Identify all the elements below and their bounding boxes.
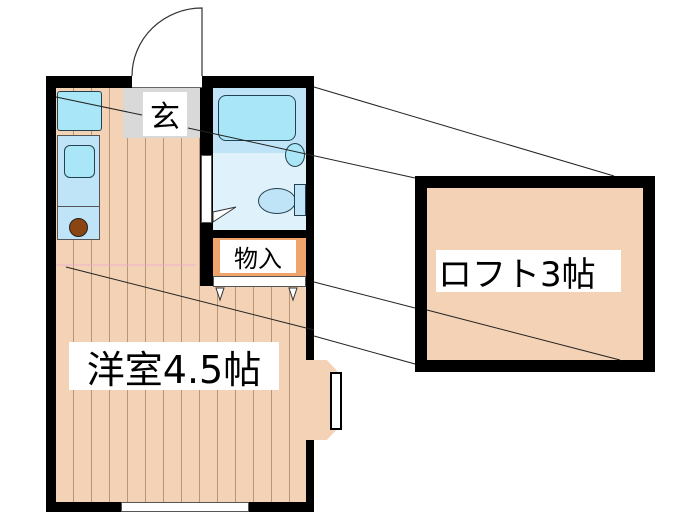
storage-label: 物入 bbox=[220, 240, 296, 273]
bathtub-basin bbox=[218, 95, 296, 141]
bath-door[interactable] bbox=[201, 155, 212, 223]
storage-doors[interactable] bbox=[213, 276, 306, 287]
sink-icon bbox=[285, 143, 305, 167]
kitchen-divider bbox=[57, 206, 100, 207]
bottom-window[interactable] bbox=[121, 502, 249, 512]
fridge-icon bbox=[57, 91, 102, 131]
toilet-tank bbox=[294, 184, 306, 216]
western-room-label: 洋室4.5帖 bbox=[69, 342, 279, 392]
loft-label: ロフト3帖 bbox=[436, 250, 621, 295]
kitchen-sink-icon bbox=[64, 145, 95, 178]
entrance-label: 玄 bbox=[143, 92, 187, 136]
toilet-icon bbox=[258, 188, 296, 214]
entrance-door-gap bbox=[132, 76, 202, 88]
stove-icon bbox=[69, 218, 88, 237]
door-swing-icon bbox=[131, 7, 203, 77]
bay-window-frame bbox=[330, 372, 342, 430]
